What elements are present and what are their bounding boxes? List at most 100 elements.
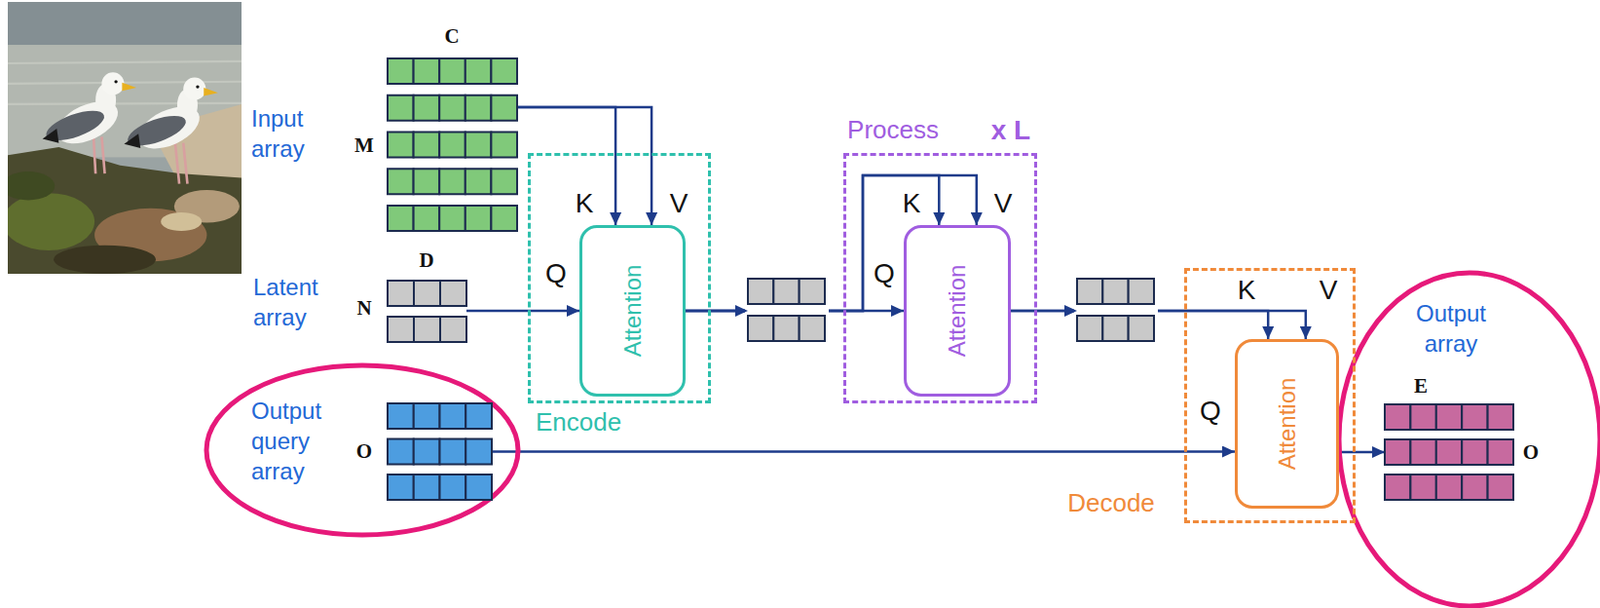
array-cell bbox=[1410, 404, 1436, 430]
block-label: Attention bbox=[943, 264, 971, 358]
repeat-label: x L bbox=[991, 114, 1031, 147]
array-cell bbox=[387, 474, 414, 500]
array-cell bbox=[440, 474, 467, 500]
array-cell bbox=[413, 205, 441, 231]
array-cell bbox=[1488, 404, 1514, 430]
array-cell bbox=[413, 132, 441, 158]
array-cell bbox=[1410, 474, 1436, 500]
array-cell bbox=[1488, 439, 1514, 465]
array-cell bbox=[439, 205, 466, 231]
array-cell bbox=[1436, 404, 1462, 430]
gull-photo bbox=[1, 1, 242, 274]
array-name: Output query array bbox=[251, 395, 332, 486]
edge-label: Q bbox=[543, 259, 569, 290]
edge-label: V bbox=[1317, 275, 1340, 306]
array-cell bbox=[439, 168, 466, 194]
array-cell bbox=[490, 58, 518, 84]
array-name: Output array bbox=[1402, 297, 1500, 359]
array-cell bbox=[413, 316, 441, 342]
block-label: Attention bbox=[619, 264, 647, 358]
output-array: Output arrayEO bbox=[1384, 404, 1514, 500]
edge-label: V bbox=[992, 188, 1015, 220]
array-cell bbox=[1461, 474, 1488, 500]
array-name: Latent array bbox=[253, 271, 334, 333]
highlight-ellipse bbox=[1339, 272, 1600, 606]
array-cell bbox=[465, 439, 492, 465]
array-cell bbox=[490, 168, 518, 194]
edge-label: V bbox=[668, 188, 691, 220]
array-cell bbox=[413, 168, 441, 194]
array-cell bbox=[413, 280, 441, 306]
connector-arrow bbox=[466, 309, 580, 313]
connector-arrow bbox=[491, 449, 1235, 453]
array-cell bbox=[465, 168, 492, 194]
latent-array-grid bbox=[1064, 275, 1158, 344]
array-cell bbox=[387, 439, 414, 465]
array-cells bbox=[387, 58, 518, 231]
array-cell bbox=[1384, 439, 1411, 465]
array-cell bbox=[1384, 404, 1411, 430]
dimension-label: N bbox=[356, 296, 372, 320]
array-cell bbox=[490, 95, 518, 121]
edge-label: K bbox=[573, 188, 596, 220]
array-cells bbox=[1384, 404, 1514, 500]
dimension-label: O bbox=[1523, 440, 1539, 464]
array-cell bbox=[387, 132, 414, 158]
array-cell bbox=[1384, 474, 1411, 500]
array-cell bbox=[440, 316, 467, 342]
array-cell bbox=[413, 58, 441, 84]
array-cell bbox=[439, 95, 466, 121]
array-cell bbox=[387, 205, 414, 231]
array-cell bbox=[387, 280, 414, 306]
array-cell bbox=[1436, 474, 1462, 500]
array-cell bbox=[465, 58, 492, 84]
array-cell bbox=[387, 95, 414, 121]
array-cell bbox=[1461, 439, 1488, 465]
input-array: Input arrayCM bbox=[387, 58, 518, 231]
array-cell bbox=[465, 132, 492, 158]
array-cell bbox=[439, 58, 466, 84]
array-cells bbox=[387, 280, 467, 342]
latent-array: Latent arrayDN bbox=[387, 280, 467, 342]
stage-label: Encode bbox=[535, 408, 622, 438]
dimension-label: O bbox=[356, 439, 373, 463]
array-cell bbox=[387, 58, 414, 84]
array-cell bbox=[1410, 439, 1436, 465]
query-array: Output query arrayO bbox=[387, 403, 492, 500]
array-cell bbox=[1461, 404, 1488, 430]
array-cell bbox=[440, 403, 467, 429]
stage-label: Decode bbox=[1067, 488, 1155, 519]
edge-label: Q bbox=[1197, 396, 1224, 427]
array-cell bbox=[465, 205, 492, 231]
edge-label: K bbox=[900, 188, 924, 220]
array-cell bbox=[465, 474, 492, 500]
array-cell bbox=[440, 439, 467, 465]
array-cells bbox=[387, 403, 492, 500]
highlight-ellipse bbox=[206, 365, 519, 535]
array-cell bbox=[1436, 439, 1462, 465]
array-cell bbox=[465, 95, 492, 121]
array-cell bbox=[387, 168, 414, 194]
array-cell bbox=[413, 439, 441, 465]
connector-arrow bbox=[1339, 450, 1385, 454]
array-cell bbox=[490, 205, 518, 231]
array-cell bbox=[1488, 474, 1514, 500]
array-cell bbox=[439, 132, 466, 158]
stage-label: Process bbox=[847, 115, 939, 146]
array-cell bbox=[413, 403, 441, 429]
array-name: Input array bbox=[251, 103, 332, 164]
array-cell bbox=[490, 132, 518, 158]
edge-label: Q bbox=[871, 259, 897, 290]
connector-arrow bbox=[517, 107, 652, 225]
attention-block: Attention bbox=[579, 224, 686, 397]
dimension-label: M bbox=[354, 133, 374, 157]
dimension-label: D bbox=[418, 248, 434, 272]
dimension-label: C bbox=[444, 24, 459, 48]
connector-arrow bbox=[685, 175, 939, 311]
block-label: Attention bbox=[1273, 377, 1302, 471]
array-cell bbox=[440, 280, 467, 306]
array-cell bbox=[465, 403, 492, 429]
attention-block: Attention bbox=[903, 224, 1011, 397]
